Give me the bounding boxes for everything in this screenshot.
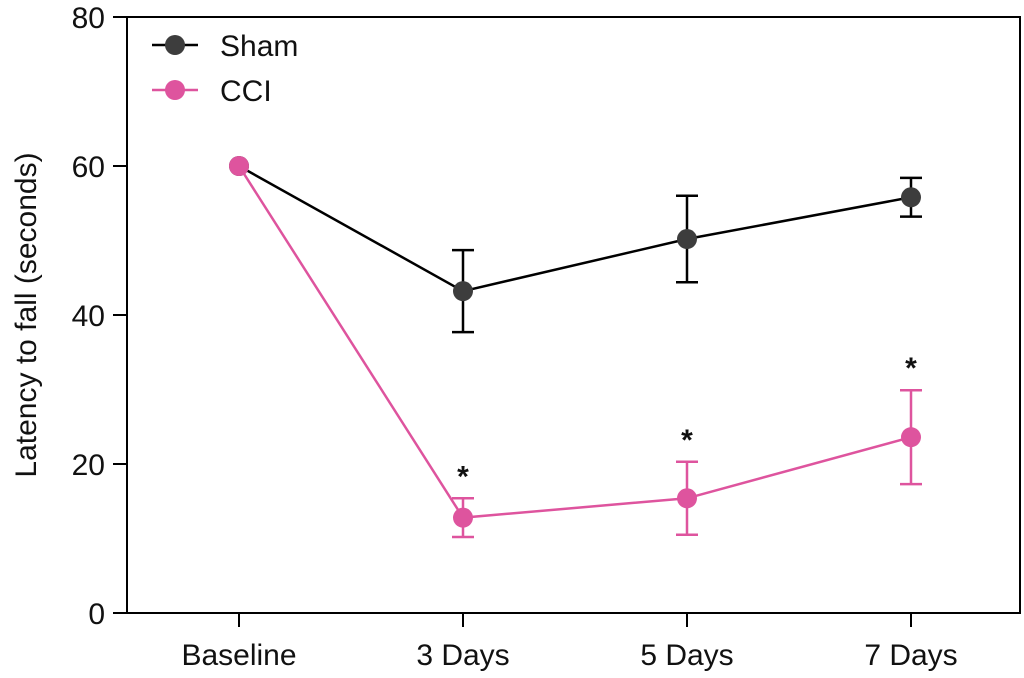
- y-tick-label: 0: [88, 598, 105, 631]
- legend-marker: [165, 35, 185, 55]
- significance-marker: *: [681, 424, 693, 457]
- data-point: [901, 427, 921, 448]
- data-point: [677, 229, 697, 250]
- significance-marker: *: [457, 460, 469, 493]
- x-tick-label: 5 Days: [640, 639, 733, 672]
- x-tick-label: 3 Days: [416, 639, 509, 672]
- y-tick-label: 80: [72, 2, 105, 35]
- data-point: [453, 281, 473, 302]
- series-line: [237, 165, 912, 519]
- x-tick-label: 7 Days: [864, 639, 957, 672]
- data-point: [901, 187, 921, 208]
- series-line: [238, 164, 912, 293]
- legend-item-cci: CCI: [152, 75, 272, 108]
- y-axis-ticks: 0 20 40 60 80: [72, 2, 127, 631]
- series-layer: [229, 156, 922, 539]
- significance-marker: *: [905, 352, 917, 385]
- legend-label: CCI: [220, 75, 272, 108]
- x-axis-ticks: Baseline 3 Days 5 Days 7 Days: [181, 613, 958, 672]
- y-axis-title: Latency to fall (seconds): [10, 152, 43, 477]
- legend-marker: [165, 80, 185, 100]
- series-sham: [229, 156, 922, 334]
- data-point: [677, 488, 697, 509]
- series-cci: [229, 156, 922, 539]
- x-tick-label: Baseline: [181, 639, 296, 672]
- data-point: [453, 507, 473, 528]
- y-tick-label: 20: [72, 449, 105, 482]
- data-point: [229, 156, 249, 176]
- y-tick-label: 40: [72, 300, 105, 333]
- y-tick-label: 60: [72, 151, 105, 184]
- legend-label: Sham: [220, 30, 298, 63]
- significance-annotations: * * *: [457, 352, 917, 493]
- legend-item-sham: Sham: [152, 30, 298, 63]
